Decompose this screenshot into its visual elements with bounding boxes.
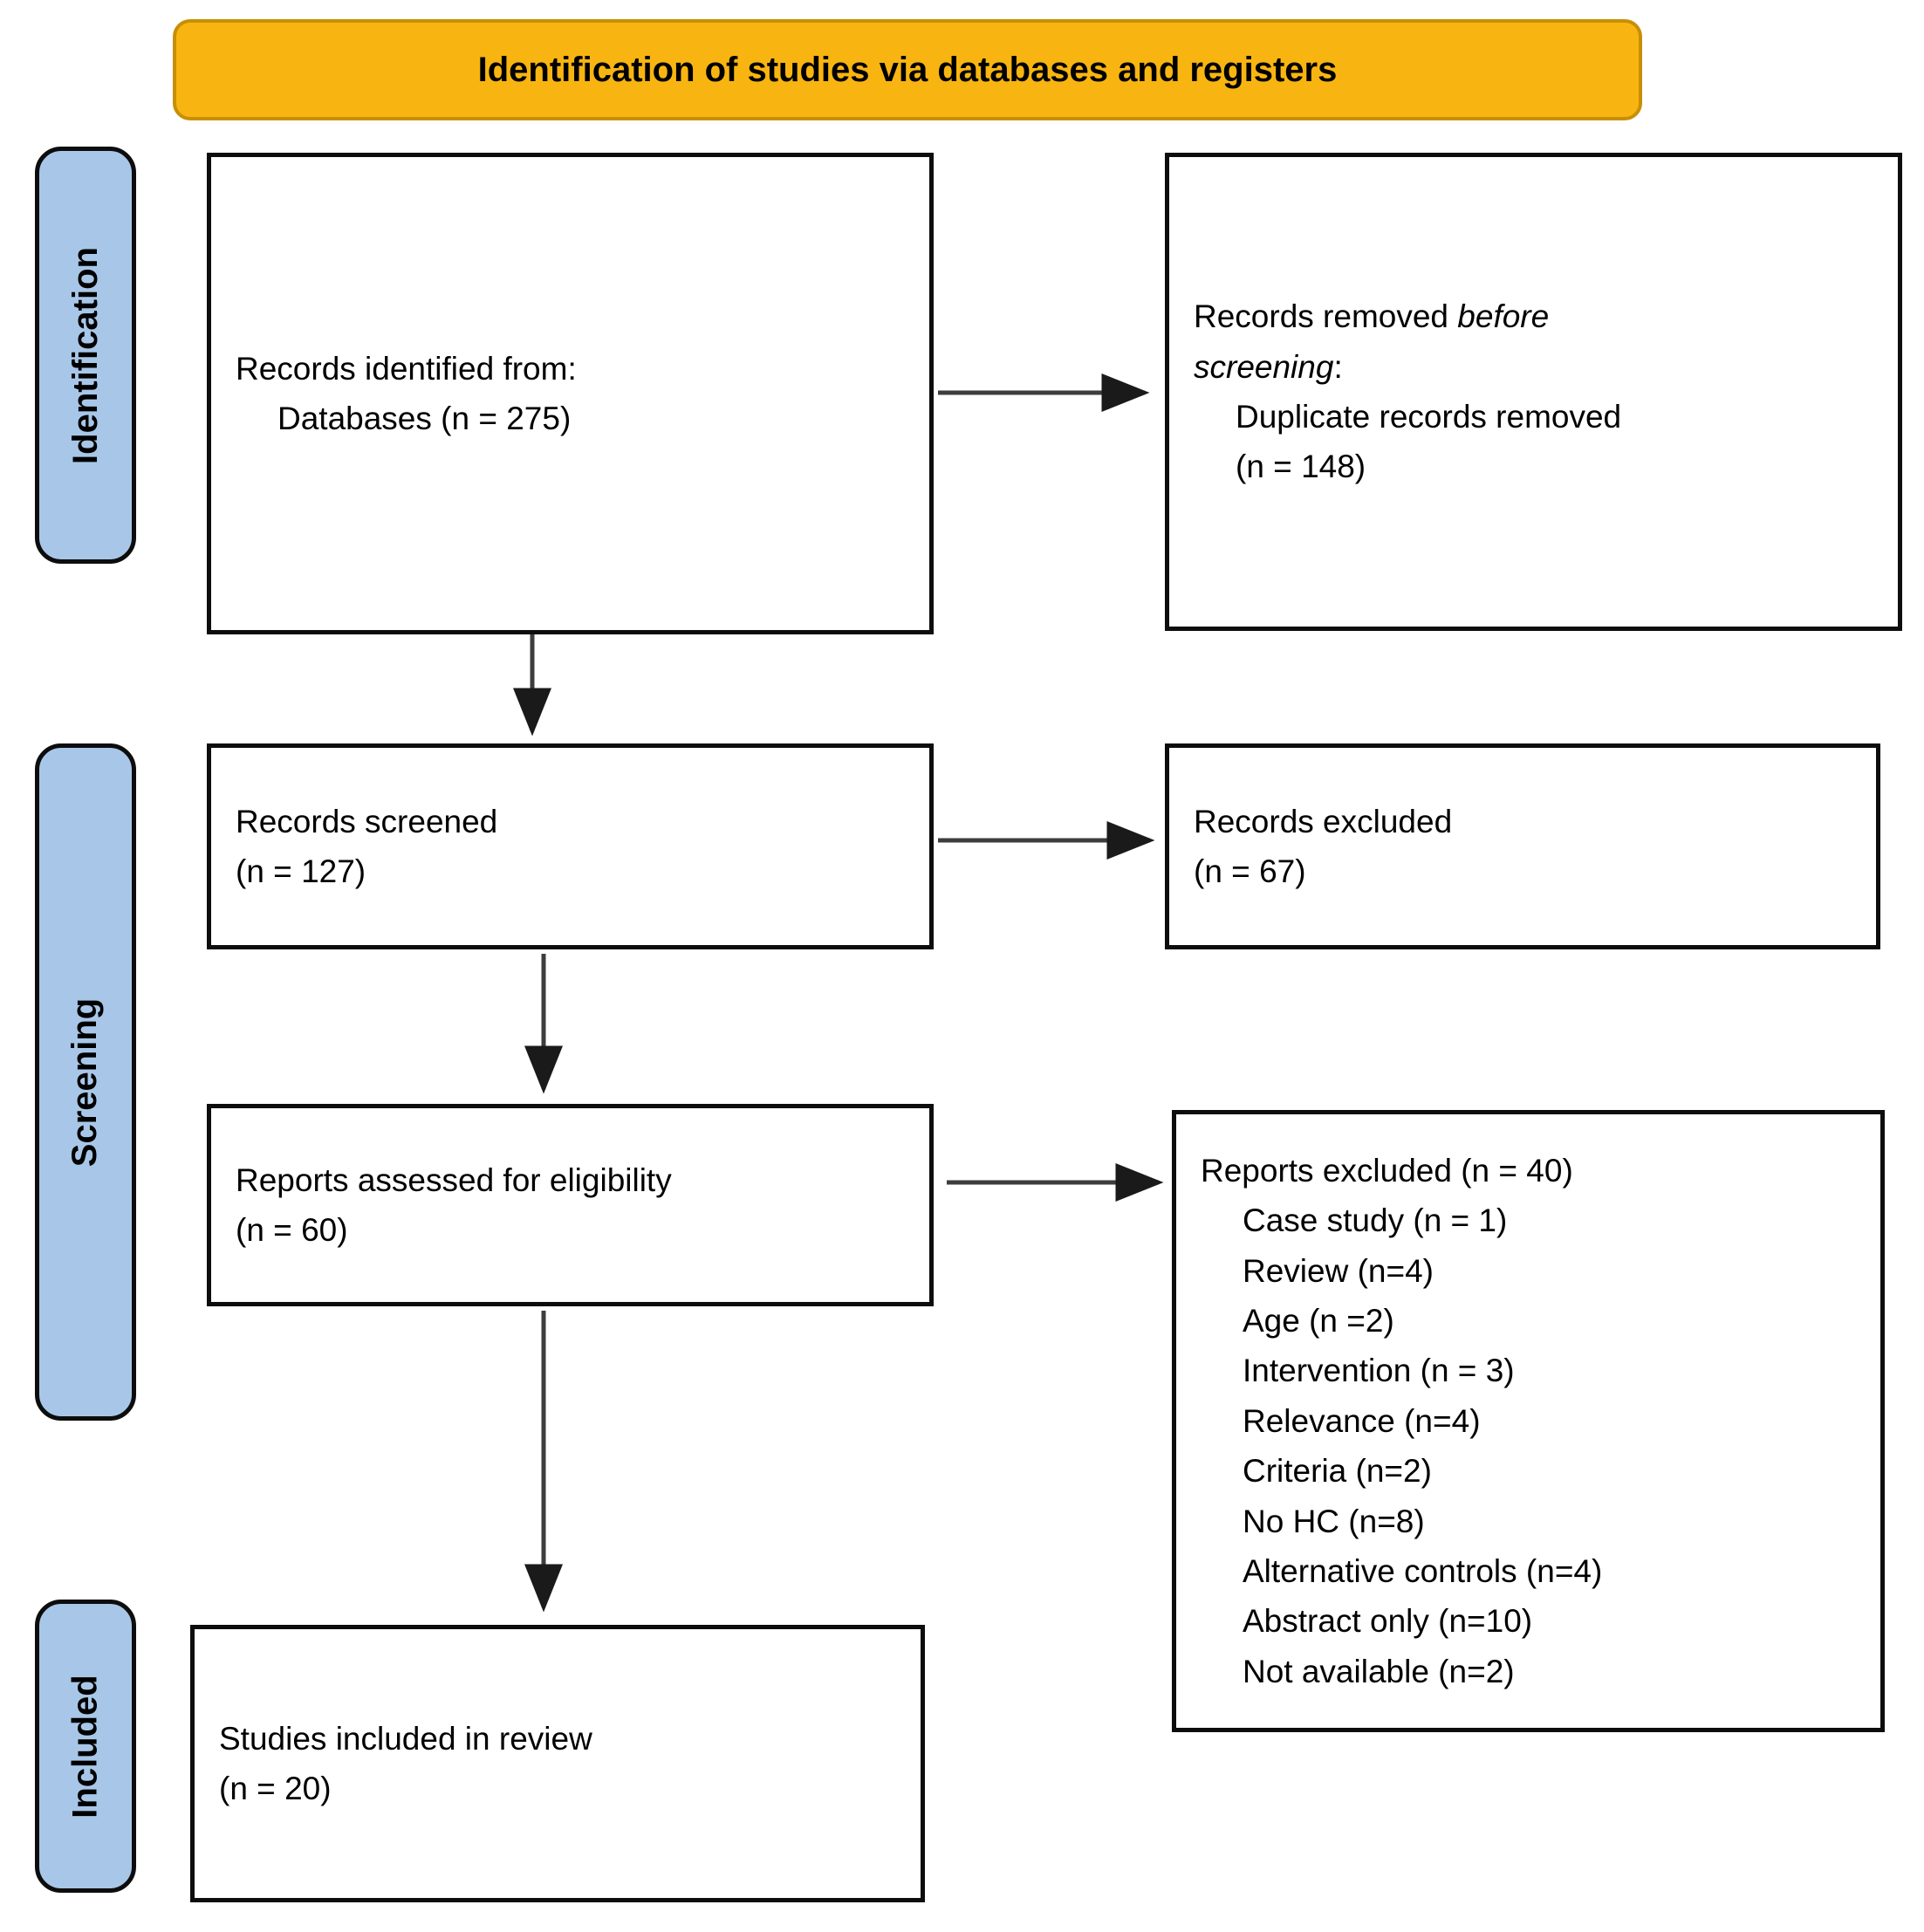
- exclusion-reason: Intervention (n = 3): [1243, 1353, 1515, 1389]
- reports-assessed-line1: Reports assessed for eligibility: [236, 1161, 672, 1198]
- exclusion-reason: Relevance (n=4): [1243, 1402, 1481, 1439]
- records-identified-line2: Databases (n = 275): [277, 401, 572, 436]
- studies-included-line2: (n = 20): [219, 1771, 332, 1806]
- stage-label-screening-text: Screening: [65, 997, 105, 1167]
- records-screened-line2: (n = 127): [236, 853, 366, 889]
- stage-label-included-text: Included: [65, 1674, 105, 1819]
- records-removed-line1: Records removed before: [1194, 298, 1550, 335]
- box-studies-included: Studies included in review (n = 20): [190, 1625, 925, 1902]
- studies-included-line1: Studies included in review: [219, 1720, 592, 1757]
- box-reports-excluded: Reports excluded (n = 40) Case study (n …: [1172, 1110, 1885, 1732]
- diagram-title-banner: Identification of studies via databases …: [173, 19, 1642, 120]
- box-reports-assessed: Reports assessed for eligibility (n = 60…: [207, 1104, 934, 1306]
- exclusion-reason: Alternative controls (n=4): [1243, 1552, 1603, 1589]
- records-identified-line1: Records identified from:: [236, 350, 577, 387]
- records-removed-line3: Duplicate records removed: [1236, 399, 1622, 435]
- exclusion-reason: Age (n =2): [1243, 1303, 1394, 1339]
- stage-label-identification-text: Identification: [65, 246, 105, 464]
- exclusion-reason: No HC (n=8): [1243, 1503, 1425, 1539]
- exclusion-reason: Case study (n = 1): [1243, 1202, 1508, 1239]
- stage-label-screening: Screening: [35, 743, 136, 1421]
- records-excluded-line2: (n = 67): [1194, 853, 1306, 889]
- box-records-identified: Records identified from: Databases (n = …: [207, 153, 934, 634]
- reports-assessed-line2: (n = 60): [236, 1212, 348, 1248]
- box-records-screened: Records screened (n = 127): [207, 743, 934, 949]
- exclusion-reason: Abstract only (n=10): [1243, 1603, 1533, 1640]
- exclusion-reason: Review (n=4): [1243, 1252, 1434, 1289]
- records-removed-line4: (n = 148): [1236, 449, 1366, 485]
- box-records-excluded: Records excluded (n = 67): [1165, 743, 1880, 949]
- stage-label-included: Included: [35, 1600, 136, 1893]
- records-excluded-line1: Records excluded: [1194, 803, 1453, 839]
- exclusion-reason: Not available (n=2): [1243, 1653, 1515, 1689]
- exclusion-reason: Criteria (n=2): [1243, 1453, 1432, 1490]
- reports-excluded-title: Reports excluded (n = 40): [1201, 1153, 1573, 1189]
- records-screened-line1: Records screened: [236, 803, 498, 839]
- stage-label-identification: Identification: [35, 147, 136, 564]
- records-removed-line2: screening:: [1194, 348, 1343, 385]
- box-records-removed: Records removed before screening: Duplic…: [1165, 153, 1902, 631]
